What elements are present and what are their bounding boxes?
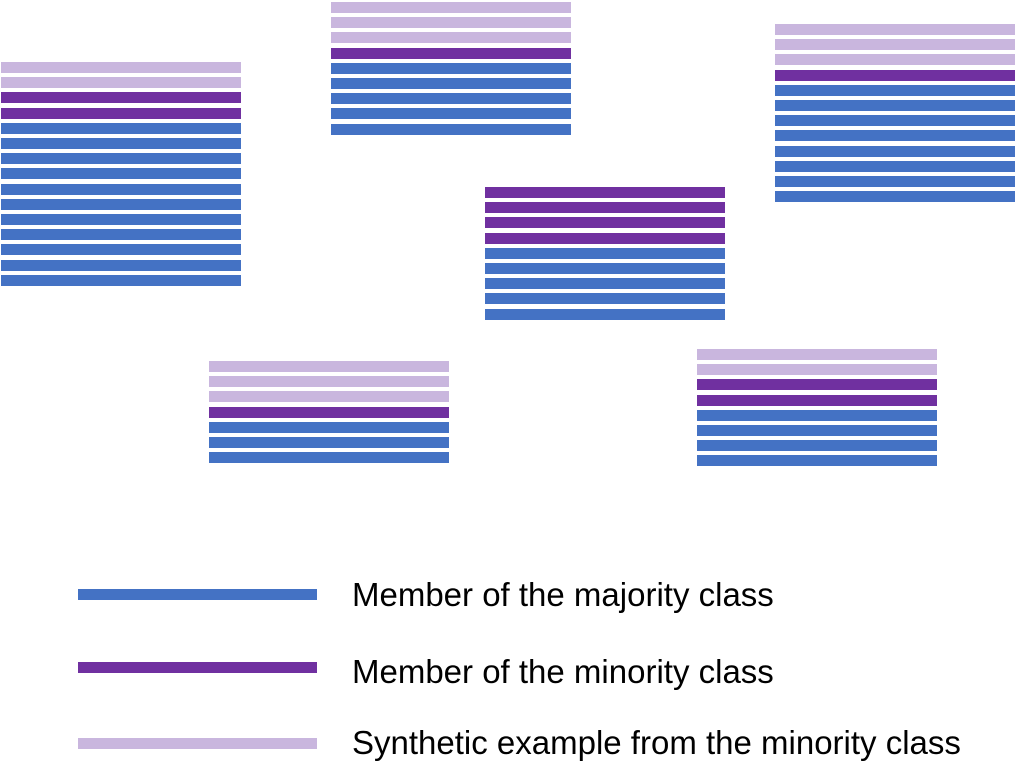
bar-synthetic [331,32,571,43]
bar-synthetic [209,361,449,372]
bar-synthetic [697,364,937,375]
bar-majority [331,124,571,135]
bar-synthetic [331,2,571,13]
bar-synthetic [697,349,937,360]
legend-swatch-minority [78,662,317,673]
bar-synthetic [209,376,449,387]
bar-synthetic [1,77,241,88]
group-top-right [775,24,1015,206]
bar-synthetic [775,24,1015,35]
bar-majority [485,278,725,289]
group-bottom-right [697,349,937,471]
bar-minority [485,187,725,198]
bar-minority [209,407,449,418]
bar-majority [775,85,1015,96]
bar-majority [209,437,449,448]
bar-majority [1,168,241,179]
group-top-left [1,62,241,290]
bar-majority [1,260,241,271]
bar-majority [331,108,571,119]
bar-synthetic [775,39,1015,50]
group-top-middle [331,2,571,139]
bar-synthetic [331,17,571,28]
bar-majority [485,309,725,320]
bar-majority [1,153,241,164]
legend-label-minority: Member of the minority class [352,653,774,690]
legend-label-majority: Member of the majority class [352,576,774,613]
bar-majority [775,130,1015,141]
bar-majority [775,100,1015,111]
bar-majority [1,244,241,255]
bar-majority [209,422,449,433]
bar-majority [331,93,571,104]
legend-swatch-majority [78,589,317,600]
bar-majority [331,78,571,89]
bar-majority [1,214,241,225]
bar-minority [697,379,937,390]
bar-majority [209,452,449,463]
bar-majority [1,138,241,149]
bar-majority [697,410,937,421]
bar-synthetic [1,62,241,73]
bar-majority [697,440,937,451]
bar-synthetic [209,391,449,402]
bar-minority [697,395,937,406]
bar-majority [485,248,725,259]
bar-minority [331,48,571,59]
bar-majority [1,275,241,286]
bar-synthetic [775,54,1015,65]
group-bottom-left [209,361,449,467]
legend-label-synthetic: Synthetic example from the minority clas… [352,724,961,761]
bar-majority [1,184,241,195]
bar-minority [775,70,1015,81]
bar-majority [775,176,1015,187]
bar-majority [697,425,937,436]
bar-minority [485,202,725,213]
bar-majority [775,115,1015,126]
bar-majority [775,146,1015,157]
bar-majority [775,191,1015,202]
bar-majority [485,293,725,304]
bar-majority [697,455,937,466]
bar-majority [331,63,571,74]
bar-minority [1,92,241,103]
legend-swatch-synthetic [78,738,317,749]
bar-minority [485,233,725,244]
bar-majority [1,229,241,240]
bar-majority [1,123,241,134]
group-center [485,187,725,324]
bar-majority [1,199,241,210]
bar-majority [775,161,1015,172]
bar-minority [485,217,725,228]
bar-minority [1,108,241,119]
bar-majority [485,263,725,274]
